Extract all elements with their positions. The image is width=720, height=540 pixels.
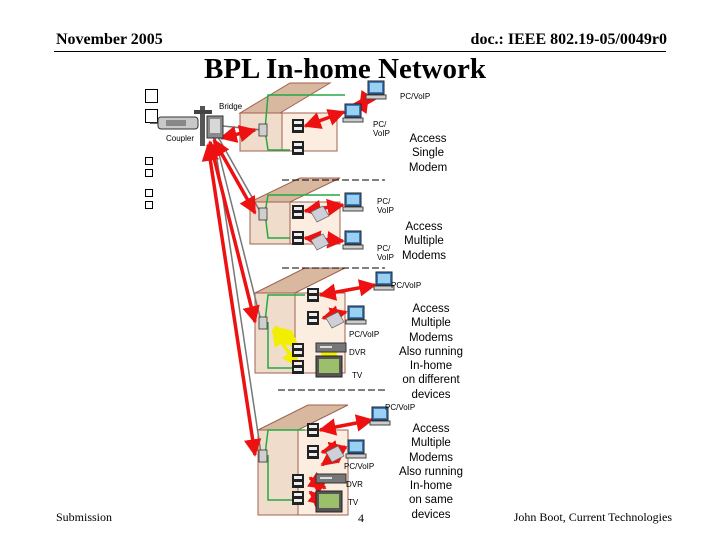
wall-outlet-icons (258, 123, 268, 463)
tv-icon (315, 355, 343, 378)
group-description: Access Multiple Modems Also running In-h… (399, 423, 463, 521)
bullet-box (145, 169, 153, 177)
group-description: Access Single Modem (408, 133, 448, 174)
phone-icons (310, 205, 345, 463)
pc-voip-label: PC/VoIP (349, 330, 380, 339)
header-date: November 2005 (56, 31, 163, 48)
pc-icons (342, 80, 395, 459)
tv-label: TV (348, 498, 359, 507)
pc-voip-label: PC/VoIP (385, 403, 416, 412)
house-icon (238, 82, 338, 152)
group-description: Access Multiple Modems Also running In-h… (399, 303, 463, 401)
pc-voip-label: PC/VoIP (344, 462, 375, 471)
dvr-icon (315, 342, 347, 353)
bpl-red-links (201, 125, 262, 457)
pc-voip-label: PC/ VoIP (377, 244, 394, 262)
bullet-box (145, 201, 153, 209)
pc-voip-label: PC/ VoIP (373, 120, 390, 138)
bullet-box (145, 89, 158, 103)
footer-submission: Submission (56, 510, 113, 524)
bullet-box (145, 157, 153, 165)
bridge-device-icon (194, 106, 224, 146)
coupler-label: Coupler (166, 134, 195, 143)
tv-icon (315, 490, 343, 513)
modem-icons (292, 119, 319, 505)
pc-voip-label: PC/ VoIP (377, 197, 394, 215)
footer-author: John Boot, Current Technologies (513, 510, 672, 524)
page-title: BPL In-home Network (204, 53, 486, 85)
home-wiring (264, 94, 345, 501)
dvr-label: DVR (349, 348, 366, 357)
coupler-device-icon (150, 116, 199, 130)
dvr-label: DVR (346, 480, 363, 489)
pc-voip-label: PC/VoIP (391, 281, 422, 290)
pc-voip-label: PC/VoIP (400, 92, 431, 101)
header-rule (54, 51, 666, 52)
bullet-box (145, 189, 153, 197)
header-doc-id: doc.: IEEE 802.19-05/0049r0 (470, 31, 667, 48)
page-number: 4 (358, 511, 364, 525)
group-description: Access Multiple Modems (401, 221, 447, 262)
dvr-icon (315, 473, 347, 484)
bridge-label: Bridge (219, 102, 243, 111)
tv-label: TV (352, 371, 363, 380)
